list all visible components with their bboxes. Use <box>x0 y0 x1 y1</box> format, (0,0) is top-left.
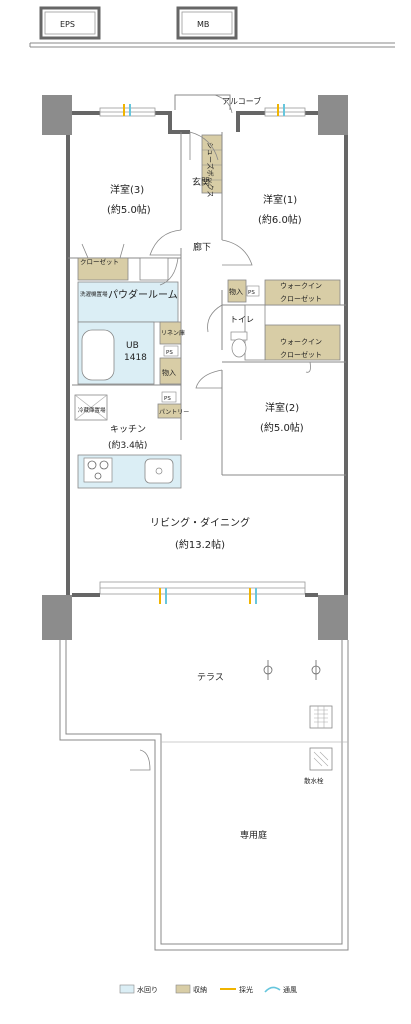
pillar-top-left <box>42 95 72 135</box>
window-living <box>99 581 306 604</box>
eps-label: EPS <box>60 20 75 29</box>
terrace-outline <box>59 640 349 951</box>
legend-wind-label: 通風 <box>283 985 297 994</box>
linen-label: リネン庫 <box>161 329 185 337</box>
kitchen-label: キッチン <box>110 424 146 435</box>
kitchen-size: (約3.4帖) <box>108 439 147 451</box>
room2-label: 洋室(2) <box>265 401 299 414</box>
storage-1-label: 物入 <box>229 287 243 296</box>
legend-water-label: 水回り <box>137 985 158 994</box>
window-room1 <box>264 104 306 117</box>
pantry <box>157 403 182 419</box>
shoes-box-label: シューズボックス <box>206 142 215 197</box>
living-label: リビング・ダイニング <box>150 516 250 529</box>
entrance-door <box>189 131 219 161</box>
window-room3 <box>99 104 156 117</box>
pillar-bottom-right <box>318 595 348 640</box>
powder-room <box>77 281 179 323</box>
linen-storage <box>159 321 182 345</box>
hallway-label: 廊下 <box>193 241 211 253</box>
garden-gate <box>130 749 151 771</box>
toilet-icon <box>230 331 248 358</box>
room3-size: (約5.0帖) <box>107 203 151 216</box>
pantry-label: パントリー <box>159 409 189 416</box>
storage-1 <box>227 279 247 303</box>
light-fixture-icon <box>263 660 321 680</box>
legend-light-label: 採光 <box>239 985 253 994</box>
storage-kitchen <box>159 357 182 385</box>
wind-arrow-icon <box>264 986 281 993</box>
legend-storage-label: 収納 <box>193 985 207 994</box>
pillar-bottom-left <box>42 595 72 640</box>
legend-storage-swatch <box>175 984 191 994</box>
vent-icon <box>309 705 333 729</box>
walk-in-1-label: ウォークイン <box>280 282 322 290</box>
room1-size: (約6.0帖) <box>258 213 302 226</box>
room2-size: (約5.0帖) <box>260 421 304 434</box>
fridge-label: 冷蔵庫置場 <box>78 406 106 414</box>
sink-icon <box>139 257 169 281</box>
ps-box-1 <box>163 345 179 357</box>
ps-box-3 <box>161 391 177 403</box>
bathtub-icon <box>81 329 115 381</box>
storage-kitchen-label: 物入 <box>162 368 176 377</box>
ps-label-3: PS <box>164 396 171 402</box>
eps-box <box>39 6 101 40</box>
room3-label: 洋室(3) <box>110 183 144 196</box>
ps-label-1: PS <box>166 350 173 356</box>
mb-label: MB <box>197 20 209 29</box>
ub-label: UB <box>126 341 139 351</box>
closet-room3-label: クローゼット <box>80 257 119 266</box>
entrance-label: 玄関 <box>192 176 210 188</box>
closet-room3 <box>77 257 129 281</box>
washer-label: 洗濯機置場 <box>80 290 108 298</box>
ps-label-2: PS <box>248 290 255 296</box>
walk-in-closet-1 <box>264 279 341 306</box>
powder-room-label: パウダールーム <box>108 288 178 301</box>
terrace-label: テラス <box>197 672 224 683</box>
ub-size: 1418 <box>124 353 147 363</box>
alcove-label: アルコーブ <box>222 96 261 106</box>
legend-water-swatch <box>119 984 135 994</box>
garden-label: 専用庭 <box>240 829 267 841</box>
walk-in-closet-2 <box>264 324 341 361</box>
stove-icon <box>83 457 113 483</box>
walk-in-1b-label: クローゼット <box>280 294 322 303</box>
walk-in-2b-label: クローゼット <box>280 350 322 359</box>
faucet-label: 散水栓 <box>304 776 324 785</box>
ps-box-2 <box>246 285 260 297</box>
mb-box <box>176 6 238 40</box>
toilet-label: トイレ <box>230 315 254 324</box>
kitchen-sink-icon <box>144 458 174 484</box>
walk-in-2-label: ウォークイン <box>280 338 322 346</box>
outer-wall <box>66 111 348 595</box>
pillar-top-right <box>318 95 348 135</box>
alcove-outline <box>174 94 231 110</box>
room1-label: 洋室(1) <box>263 193 297 206</box>
living-size: (約13.2帖) <box>175 538 225 551</box>
legend: 水回り 収納 採光 通風 <box>119 984 297 994</box>
